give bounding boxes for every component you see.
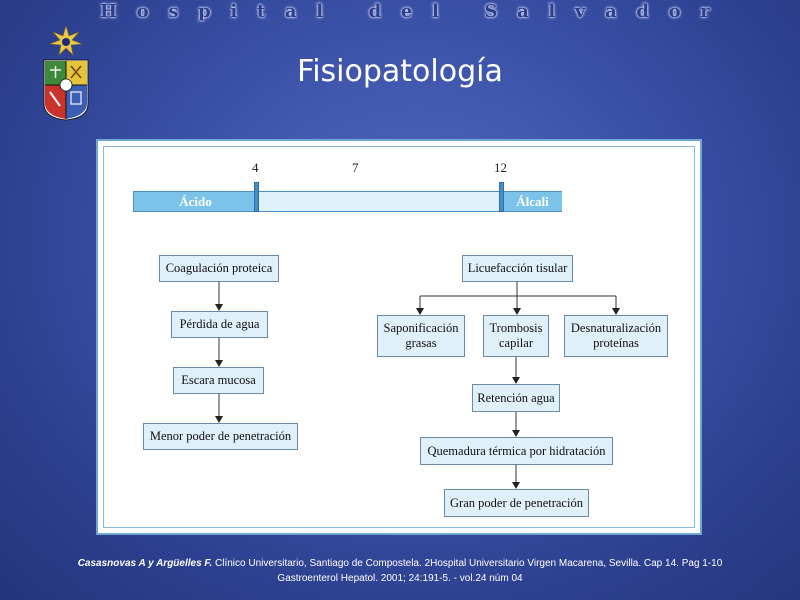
- header-letter: a: [517, 0, 529, 22]
- header-letter: l: [432, 0, 439, 22]
- ph-tick-4: 4: [252, 160, 259, 175]
- node-low-penetration: Menor poder de penetración: [143, 423, 298, 450]
- node-water-loss: Pérdida de agua: [171, 311, 268, 338]
- node-high-penetration: Gran poder de penetración: [444, 489, 589, 517]
- ph-tick-7: 7: [352, 160, 359, 175]
- acid-segment: Ácido: [134, 192, 257, 211]
- citation-line-1: Casasnovas A y Argüelles F. Clínico Univ…: [0, 556, 800, 571]
- header-letter: o: [136, 0, 149, 22]
- node-coagulation: Coagulación proteica: [159, 255, 279, 282]
- node-eschar: Escara mucosa: [173, 367, 264, 394]
- acid-label: Ácido: [179, 193, 212, 209]
- citation-authors: Casasnovas A y Argüelles F.: [77, 558, 213, 569]
- slide-title: Fisiopatología: [297, 54, 503, 89]
- node-water-retention: Retención agua: [472, 384, 560, 412]
- ph-marker-4: [254, 182, 259, 212]
- header-letter: H: [100, 0, 118, 22]
- header-letter: a: [605, 0, 617, 22]
- header-letter: e: [400, 0, 413, 22]
- diagram-panel-inner-border: [103, 146, 695, 528]
- university-crest-logo: [43, 26, 89, 121]
- alkali-segment: Álcali: [503, 192, 562, 211]
- header-letter: l: [316, 0, 324, 22]
- node-saponification: Saponificación grasas: [377, 315, 465, 357]
- node-thrombosis: Trombosis capilar: [483, 315, 549, 357]
- header-letter: i: [230, 0, 238, 22]
- citation-line-2: Gastroenterol Hepatol. 2001; 24:191-5. -…: [277, 573, 523, 584]
- header-letter: r: [700, 0, 710, 22]
- node-denaturation: Desnaturalización proteínas: [564, 315, 668, 357]
- header-letter: p: [198, 0, 211, 22]
- node-thermal-burn: Quemadura térmica por hidratación: [420, 437, 613, 465]
- header-letter: d: [368, 0, 382, 22]
- citation-source: Clínico Universitario, Santiago de Compo…: [212, 558, 723, 569]
- header-letter: v: [574, 0, 586, 22]
- header-letter: S: [484, 0, 498, 22]
- ph-tick-12: 12: [494, 160, 507, 175]
- header-letter: l: [548, 0, 556, 22]
- node-liquefaction: Licuefacción tisular: [462, 255, 573, 282]
- ph-marker-12: [499, 182, 504, 212]
- header-letter: o: [668, 0, 681, 22]
- header-letter: d: [636, 0, 649, 22]
- citation-footer: Casasnovas A y Argüelles F. Clínico Univ…: [0, 556, 800, 586]
- ph-scale-bar: Ácido Álcali: [133, 182, 562, 212]
- header-letter: t: [256, 0, 266, 22]
- header-letter: s: [168, 0, 179, 22]
- header-letter: a: [284, 0, 297, 22]
- alkali-label: Álcali: [516, 193, 549, 209]
- hospital-name-header: H o s p i t a l d e l S a l v a d o r: [100, 0, 710, 22]
- star-icon: [49, 26, 83, 56]
